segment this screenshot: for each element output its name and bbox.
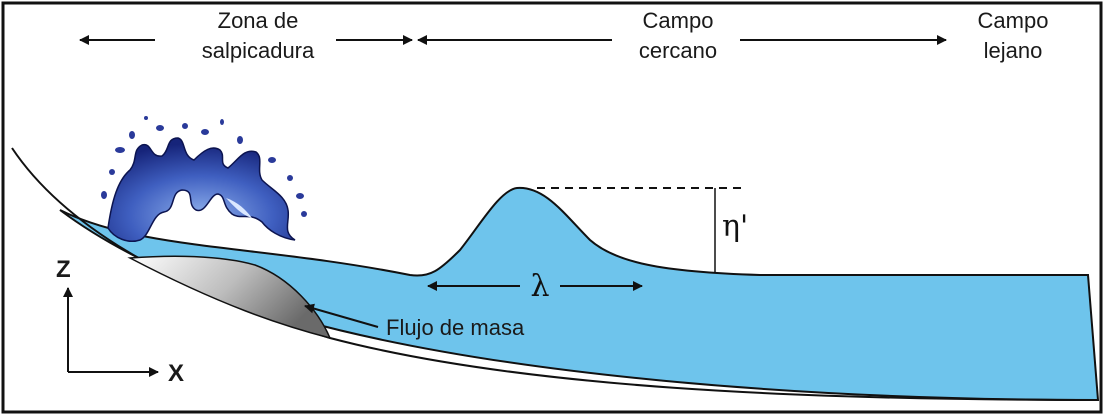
splash-zone-label-line2: salpicadura — [202, 38, 315, 63]
z-axis-label: Z — [56, 256, 71, 283]
far-field-label-line1: Campo — [978, 8, 1049, 33]
amplitude-label: η' — [722, 209, 748, 244]
x-axis-label: X — [168, 360, 184, 387]
mass-flow-pointer-arrow — [304, 303, 379, 328]
near-field-label-line2: cercano — [639, 38, 717, 63]
far-field-label-line2: lejano — [984, 38, 1043, 63]
wavelength-label: λ — [530, 269, 549, 304]
near-field-label-line1: Campo — [643, 8, 714, 33]
splash-zone-label-line1: Zona de — [218, 8, 299, 33]
mass-flow-label: Flujo de masa — [386, 315, 525, 340]
seafloor-slope — [11, 147, 1099, 401]
splash-plume — [101, 116, 307, 242]
